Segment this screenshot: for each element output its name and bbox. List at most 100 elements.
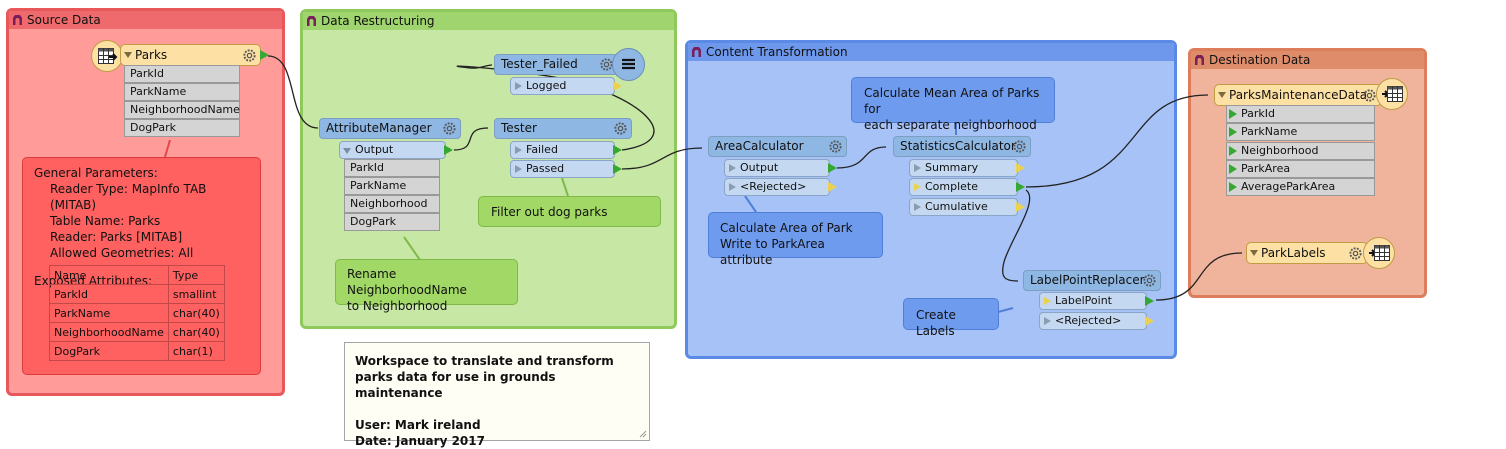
reader-feature-type-icon[interactable]: [91, 40, 123, 72]
tester-annotation[interactable]: Filter out dog parks: [478, 196, 661, 227]
table-icon: [1369, 245, 1390, 261]
bookmark-title-text: Data Restructuring: [321, 14, 435, 28]
table-header-row: Name Type: [49, 265, 225, 285]
port-label: Passed: [526, 162, 565, 175]
reader-parks[interactable]: Parks: [120, 44, 269, 66]
bookmark-title[interactable]: Destination Data: [1191, 51, 1424, 69]
port-arrow-icon: [729, 164, 736, 172]
collapse-icon[interactable]: [124, 52, 132, 58]
output-port-icon[interactable]: [828, 163, 837, 173]
table-header-cell: Name: [49, 265, 169, 285]
writer-feature-type-icon[interactable]: [1363, 237, 1395, 269]
input-port-icon[interactable]: [1229, 127, 1237, 137]
bookmark-title[interactable]: Data Restructuring: [303, 12, 674, 30]
gear-icon[interactable]: [1362, 88, 1377, 103]
input-port-icon[interactable]: [1229, 146, 1237, 156]
passed-port[interactable]: Passed: [510, 160, 622, 178]
labels-annotation[interactable]: Create Labels: [903, 298, 999, 338]
gear-icon[interactable]: [1348, 246, 1363, 261]
table-icon: [98, 48, 118, 64]
collapse-icon[interactable]: [1218, 92, 1226, 98]
gear-icon[interactable]: [1012, 139, 1027, 154]
attribute-label: AverageParkArea: [1241, 180, 1336, 193]
resize-grip-icon[interactable]: [639, 430, 647, 438]
transformer-statisticscalculator[interactable]: StatisticsCalculator: [893, 136, 1031, 157]
gear-icon[interactable]: [1142, 273, 1157, 288]
parameter-line: Reader: Parks [MITAB]: [50, 230, 183, 244]
gear-icon[interactable]: [599, 57, 614, 72]
exposed-attributes-table: Name Type ParkId smallint ParkName char(…: [49, 265, 225, 361]
transformer-labelpointreplacer[interactable]: LabelPointReplacer: [1023, 270, 1161, 291]
transformer-attribute: DogPark: [344, 213, 440, 231]
writer-parksmaintenancedata[interactable]: ParksMaintenanceData: [1214, 84, 1382, 106]
port-arrow-icon: [729, 183, 736, 191]
port-label: Output: [740, 161, 779, 174]
gear-icon[interactable]: [828, 139, 843, 154]
logger-icon[interactable]: [612, 48, 645, 81]
summary-port[interactable]: Summary: [909, 159, 1025, 177]
input-port-icon[interactable]: [1229, 164, 1237, 174]
port-label: Cumulative: [925, 200, 988, 213]
output-port-icon[interactable]: [613, 81, 622, 91]
output-port-icon[interactable]: [828, 182, 837, 192]
transformer-attribute: ParkId: [344, 159, 440, 177]
bookmark-title[interactable]: Content Transformation: [688, 43, 1174, 61]
writer-attribute: ParkArea: [1226, 160, 1375, 178]
transformer-name: StatisticsCalculator: [900, 139, 1016, 153]
input-port-icon[interactable]: [1229, 109, 1237, 119]
transformer-name: Tester_Failed: [501, 57, 578, 71]
bookmark-title[interactable]: Source Data: [9, 11, 282, 29]
output-port-icon[interactable]: [260, 50, 269, 60]
port-arrow-icon: [914, 164, 921, 172]
table-cell: char(1): [167, 341, 225, 361]
gear-icon[interactable]: [613, 121, 628, 136]
transformer-areacalculator[interactable]: AreaCalculator: [708, 136, 847, 157]
failed-port[interactable]: Failed: [510, 141, 622, 159]
parameter-line: Allowed Geometries: All: [50, 246, 194, 260]
transformer-name: AreaCalculator: [715, 139, 804, 153]
collapse-icon[interactable]: [343, 148, 351, 154]
output-port[interactable]: Output: [339, 141, 453, 159]
parameter-line: Reader Type: MapInfo TAB (MITAB): [50, 182, 207, 212]
output-port-icon[interactable]: [1016, 202, 1025, 212]
bookmark-icon: [13, 15, 22, 25]
areacalculator-annotation[interactable]: Calculate Area of Park Write to ParkArea…: [708, 212, 883, 267]
transformer-tester-failed[interactable]: Tester_Failed: [494, 54, 618, 75]
gear-icon[interactable]: [242, 48, 257, 63]
output-port-icon[interactable]: [1145, 316, 1154, 326]
general-parameters-header: General Parameters:: [34, 166, 158, 180]
writer-feature-type-icon[interactable]: [1376, 78, 1408, 110]
rejected-port[interactable]: <Rejected>: [724, 178, 837, 196]
rejected-port[interactable]: <Rejected>: [1039, 312, 1154, 330]
labelpoint-port[interactable]: LabelPoint: [1039, 292, 1154, 310]
collapse-icon[interactable]: [1250, 250, 1258, 256]
input-port-icon[interactable]: [1229, 182, 1237, 192]
transformer-attributemanager[interactable]: AttributeManager: [319, 118, 461, 139]
workspace-description-line: parks data for use in grounds maintenanc…: [355, 370, 556, 400]
output-port-icon[interactable]: [613, 145, 622, 155]
output-port-icon[interactable]: [1016, 163, 1025, 173]
cumulative-port[interactable]: Cumulative: [909, 198, 1025, 216]
table-cell: char(40): [167, 322, 225, 342]
bookmark-title-text: Destination Data: [1209, 53, 1311, 67]
gear-icon[interactable]: [442, 121, 457, 136]
output-port-icon[interactable]: [444, 145, 453, 155]
logged-port[interactable]: Logged: [510, 77, 622, 95]
reader-attribute: NeighborhoodName: [124, 101, 240, 119]
bookmark-icon: [1195, 55, 1204, 65]
writer-parklabels[interactable]: ParkLabels: [1246, 242, 1368, 264]
port-label: <Rejected>: [740, 180, 807, 193]
attributemanager-annotation[interactable]: Rename NeighborhoodName to Neighborhood: [335, 259, 518, 313]
writer-attribute: Neighborhood: [1226, 142, 1375, 160]
output-port-icon[interactable]: [1016, 182, 1025, 192]
attribute-label: Neighborhood: [1241, 144, 1319, 157]
reader-name: Parks: [135, 48, 168, 62]
statisticscalculator-annotation[interactable]: Calculate Mean Area of Parks for each se…: [851, 77, 1055, 132]
port-label: Failed: [526, 143, 558, 156]
output-port-icon[interactable]: [1145, 296, 1154, 306]
complete-port[interactable]: Complete: [909, 178, 1025, 196]
output-port-icon[interactable]: [613, 164, 622, 174]
output-port[interactable]: Output: [724, 159, 837, 177]
workspace-annotation[interactable]: Workspace to translate and transform par…: [344, 342, 650, 448]
transformer-tester[interactable]: Tester: [494, 118, 632, 139]
